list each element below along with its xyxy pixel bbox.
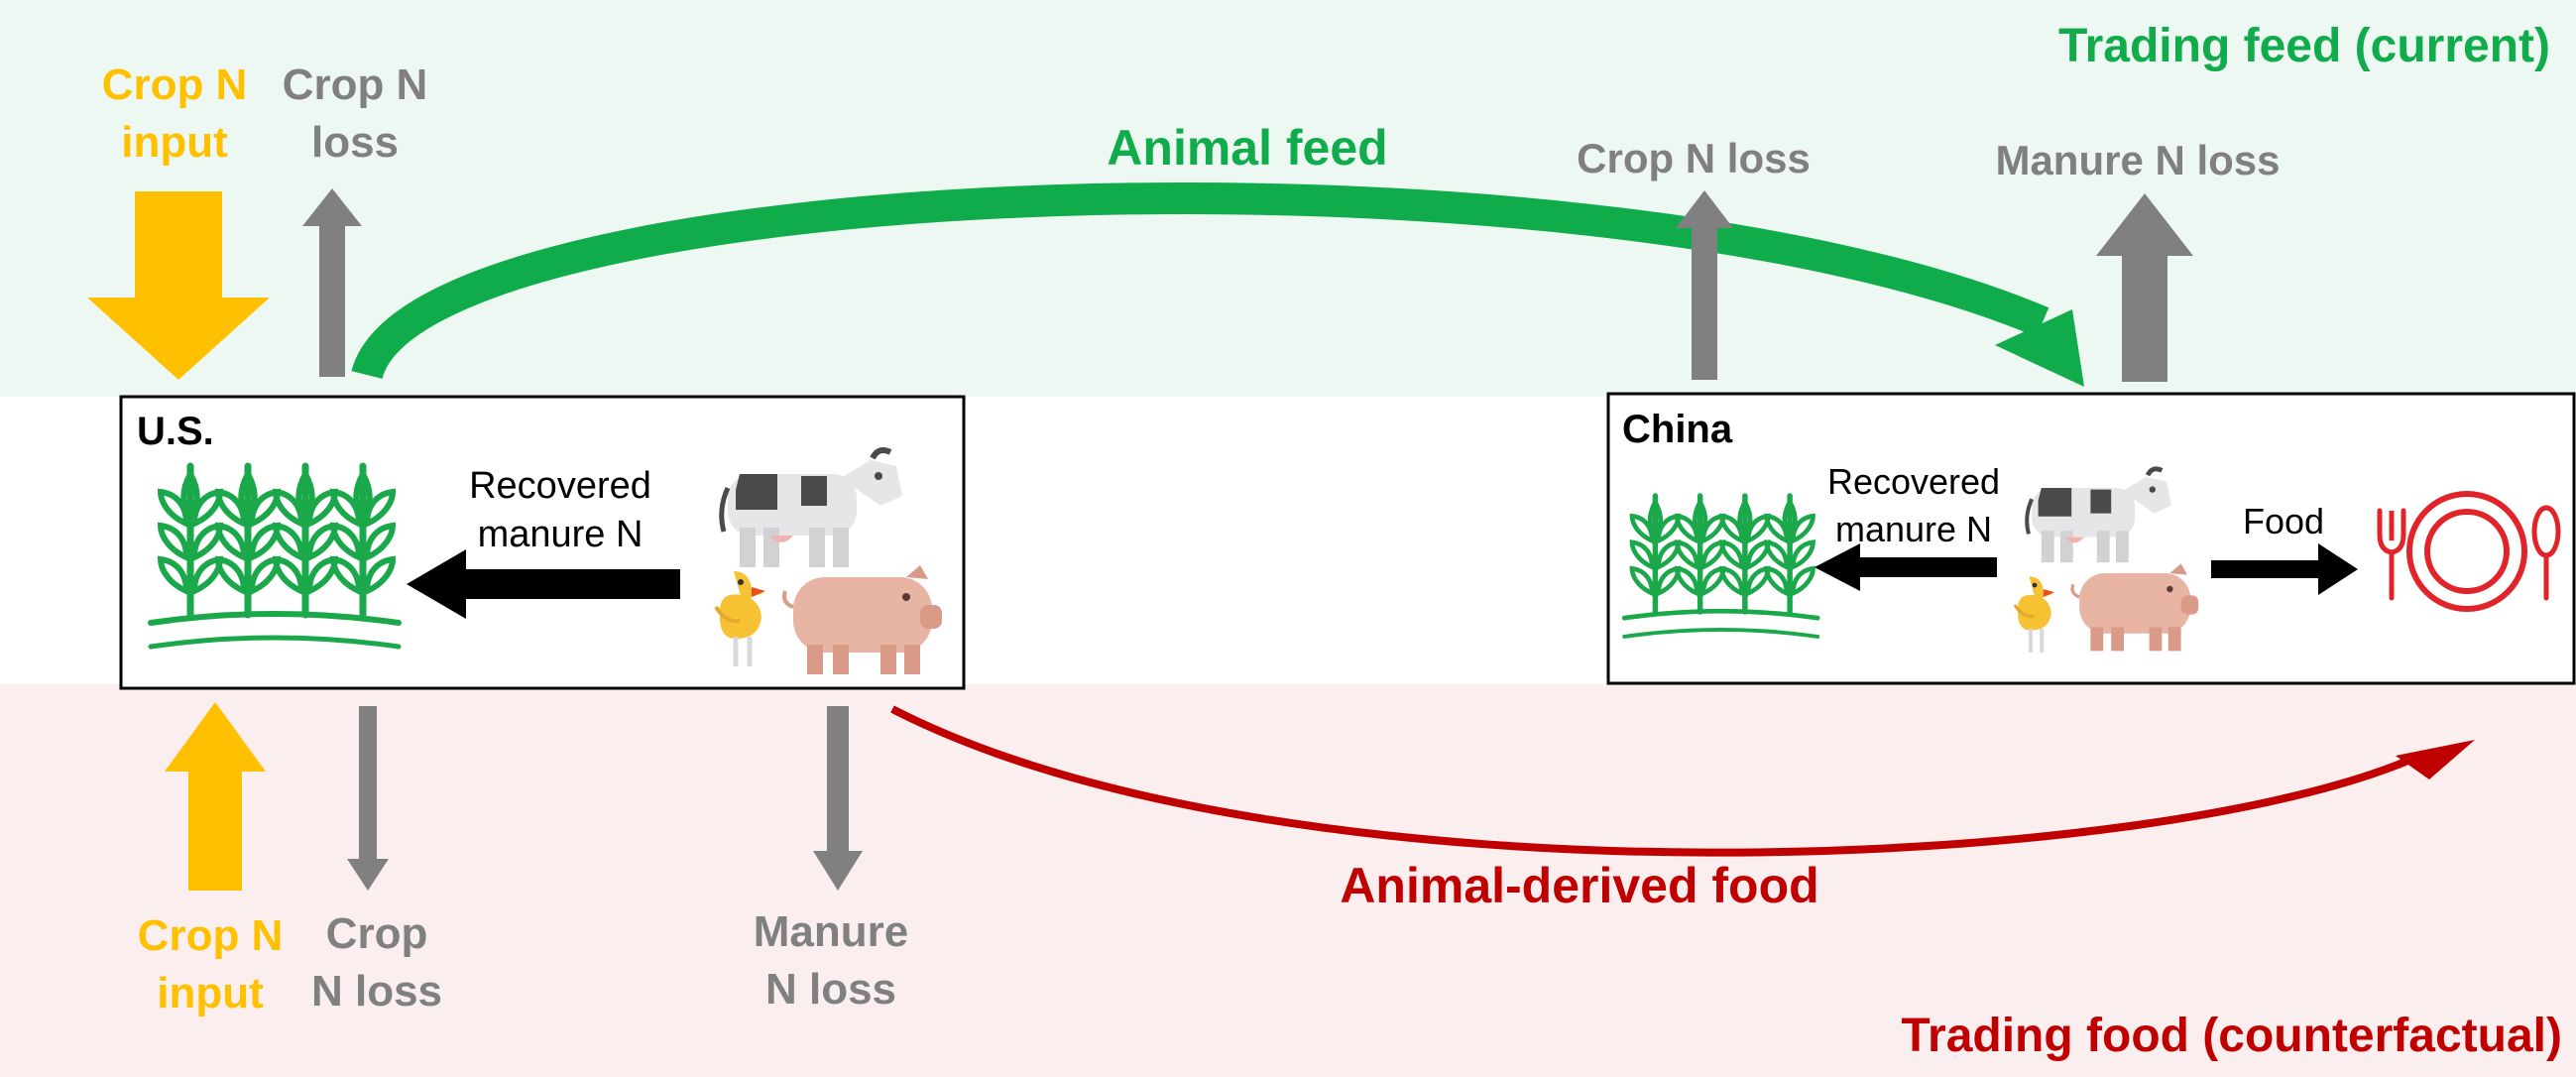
china-food-arrow — [2211, 543, 2358, 595]
animal-feed-label: Animal feed — [1107, 120, 1387, 176]
china-food-label: Food — [2243, 501, 2324, 541]
scenario-counterfactual-title: Trading food (counterfactual) — [1901, 1010, 2562, 1062]
us-top-crop-n-input-label-line1: Crop N — [102, 60, 248, 109]
china-tableware-icon — [2377, 491, 2561, 612]
animal-derived-food-arrowhead — [2396, 740, 2475, 779]
us-recovered-manure-arrow — [407, 549, 680, 619]
animal-derived-food-label: Animal-derived food — [1340, 858, 1818, 913]
counterfactual-scenario-band — [0, 684, 2576, 1077]
us-top-crop-n-loss-label-line2: loss — [311, 118, 399, 167]
china-title: China — [1622, 408, 1733, 451]
us-manure-n-loss-label-line1: Manure — [754, 907, 908, 956]
us-manure-n-loss-arrow — [813, 706, 863, 891]
us-top-crop-n-input-label-line2: input — [121, 118, 228, 167]
china-recovered-manure-label-line1: Recovered — [1827, 461, 2000, 502]
scenario-current-title: Trading feed (current) — [2058, 20, 2550, 72]
us-manure-n-loss-label-line2: N loss — [765, 965, 896, 1014]
us-bottom-crop-n-input-label-line2: input — [157, 969, 264, 1017]
us-bottom-crop-n-loss-label-line2: N loss — [311, 967, 442, 1016]
china-crop-n-loss-arrow — [1676, 190, 1733, 380]
animal-feed-arrowhead — [1995, 309, 2084, 387]
us-recovered-manure-label-line2: manure N — [478, 514, 644, 555]
us-top-crop-n-loss-arrow — [302, 188, 362, 377]
us-top-crop-n-input-arrow — [87, 191, 270, 380]
china-manure-n-loss-arrow — [2096, 193, 2193, 382]
china-recovered-manure-label-line2: manure N — [1835, 509, 1992, 549]
us-top-crop-n-loss-label-line1: Crop N — [283, 60, 428, 109]
us-bottom-crop-n-loss-label-line1: Crop — [326, 909, 428, 958]
china-recovered-manure-arrow — [1815, 543, 1997, 591]
us-bottom-crop-n-loss-arrow — [347, 706, 389, 891]
animal-derived-food-flow-arrow — [890, 705, 2421, 857]
us-bottom-crop-n-input-arrow — [165, 702, 266, 891]
us-recovered-manure-label-line1: Recovered — [469, 465, 651, 507]
us-title: U.S. — [137, 410, 214, 453]
animal-feed-flow-arrow — [351, 182, 2049, 381]
us-bottom-crop-n-input-label-line1: Crop N — [138, 911, 284, 960]
china-manure-n-loss-label: Manure N loss — [1995, 137, 2280, 183]
china-crop-n-loss-label: Crop N loss — [1577, 135, 1811, 181]
